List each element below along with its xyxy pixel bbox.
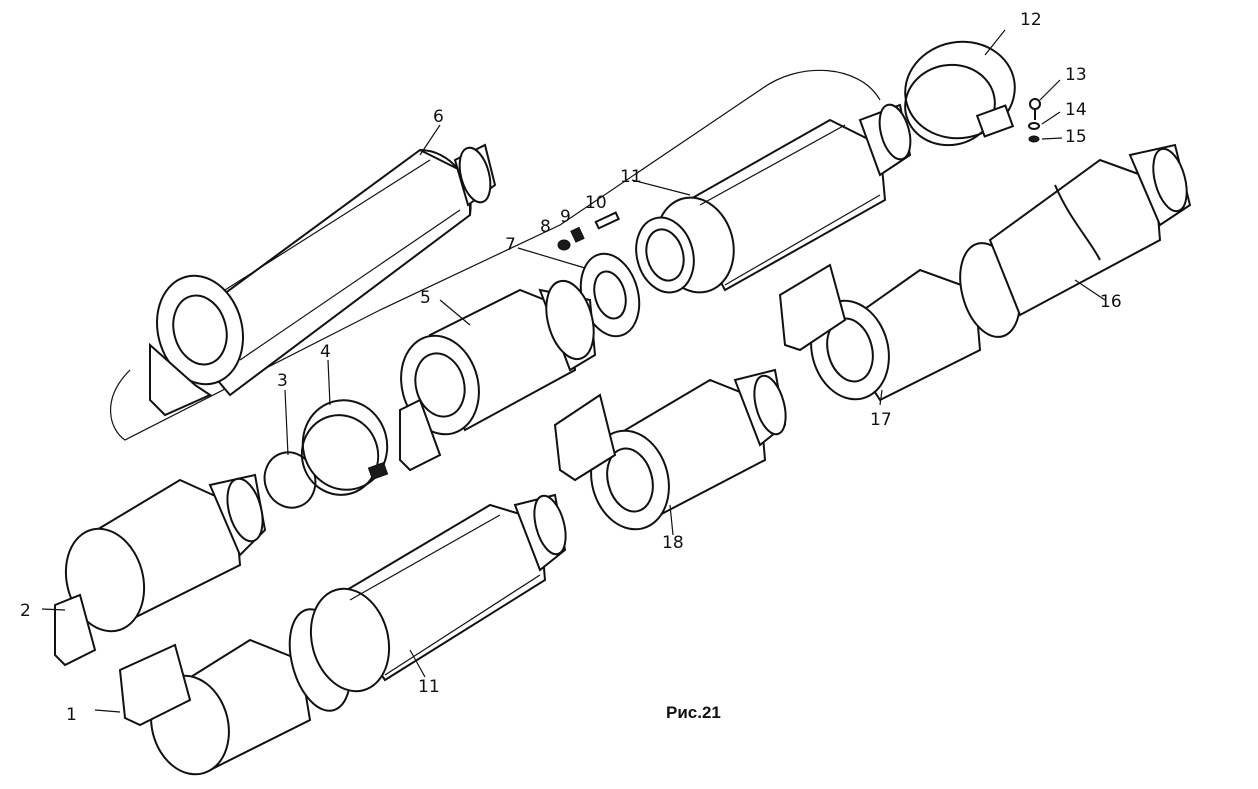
callout-7: 7	[505, 235, 516, 255]
grouping-curve	[110, 69, 881, 441]
part-11-upper-cylinder	[635, 103, 912, 294]
part-6-cylinder	[149, 143, 497, 417]
part-10-bolt	[594, 211, 620, 230]
callout-14: 14	[1065, 100, 1087, 120]
part-12-clamp-band	[904, 40, 1016, 147]
part-4-clamp-band	[300, 399, 389, 496]
part-17-16-assembly	[778, 143, 1192, 402]
callout-18: 18	[662, 533, 684, 553]
callout-10: 10	[585, 193, 607, 213]
callout-5: 5	[420, 288, 431, 308]
callout-2: 2	[20, 601, 31, 621]
callout-1: 1	[66, 705, 77, 725]
callout-4: 4	[320, 342, 331, 362]
callout-8: 8	[540, 217, 551, 237]
callout-15: 15	[1065, 127, 1087, 147]
callout-3: 3	[277, 371, 288, 391]
part-9-washer	[570, 226, 585, 243]
part-8-nut	[557, 239, 571, 251]
callout-11-upper: 11	[620, 167, 642, 187]
part-14-washer	[1028, 122, 1040, 130]
callout-16: 16	[1100, 292, 1122, 312]
part-15-nut	[1028, 135, 1040, 143]
callout-9: 9	[560, 207, 571, 227]
callout-11-lower: 11	[418, 677, 440, 697]
bottom-cylinder-assembly	[118, 493, 567, 776]
part-13-bolt	[1029, 98, 1041, 120]
callout-17: 17	[870, 410, 892, 430]
part-2-cylinder-assembly	[54, 473, 267, 667]
leader-lines	[41, 29, 1106, 713]
figure-caption: Рис.21	[666, 703, 721, 722]
callout-12: 12	[1020, 10, 1042, 30]
callout-13: 13	[1065, 65, 1087, 85]
part-18-cylinder	[553, 368, 787, 531]
callout-6: 6	[433, 107, 444, 127]
part-5-cylinder	[399, 279, 597, 472]
